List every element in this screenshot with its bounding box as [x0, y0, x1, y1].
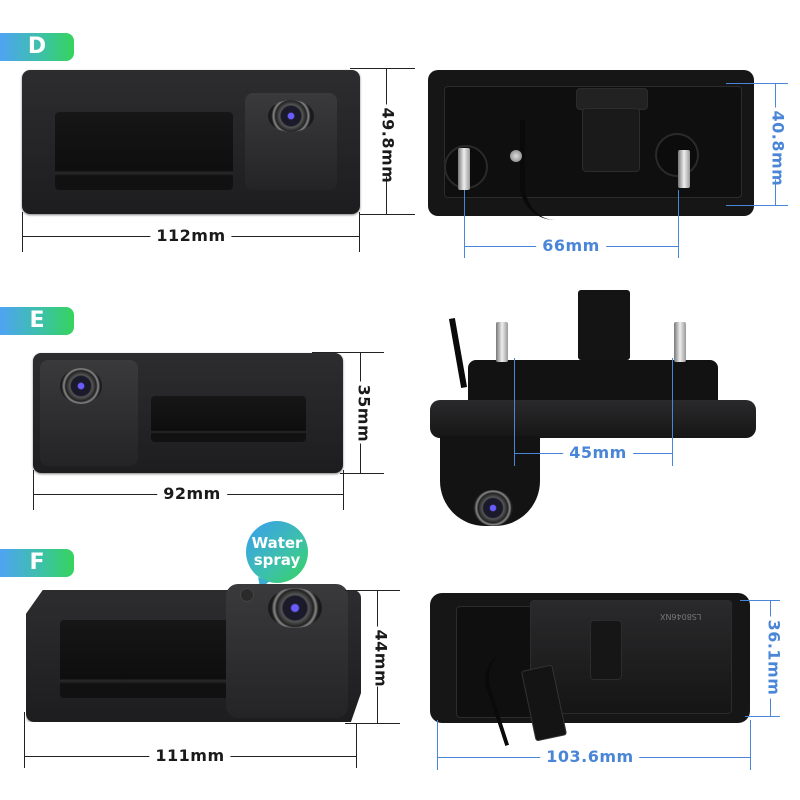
stud-boss: [655, 133, 699, 177]
section-badge-d: D: [0, 33, 74, 61]
dimension-line: [356, 724, 357, 768]
cable: [520, 120, 555, 220]
dimension-line: [359, 212, 360, 252]
mounting-stud-icon: [496, 322, 508, 362]
section-label: F: [29, 550, 45, 575]
dimension-height-label: 36.1mm: [764, 616, 784, 699]
section-label: E: [29, 308, 45, 333]
dimension-height-label: 49.8mm: [378, 104, 398, 183]
dimension-line: [726, 205, 788, 206]
connector-socket: [582, 108, 640, 172]
dimension-line: [343, 470, 344, 510]
camera-lens-icon: [60, 368, 102, 404]
dimension-line: [33, 470, 34, 510]
dimension-width-label: 112mm: [150, 226, 232, 245]
dimension-line: [726, 83, 788, 84]
dimension-line: [740, 600, 780, 601]
handle-recess: [60, 620, 230, 698]
dimension-line: [678, 190, 679, 258]
dimension-line: [514, 358, 515, 466]
mounting-stud-icon: [678, 150, 690, 188]
callout-line2: spray: [253, 551, 301, 569]
dimension-stud-spacing-label: 66mm: [536, 236, 606, 255]
lamp-cover: [530, 600, 732, 714]
dimension-stud-spacing-label: 45mm: [563, 443, 633, 462]
cable: [448, 318, 468, 388]
water-spray-callout: Water spray: [246, 521, 308, 583]
connector-tab: [578, 290, 630, 360]
dimension-line: [22, 212, 23, 252]
dimension-width-label: 111mm: [149, 746, 231, 765]
dimension-line: [745, 716, 780, 717]
section-badge-e: E: [0, 307, 74, 335]
dimension-line: [750, 720, 751, 770]
dimension-line: [345, 590, 400, 591]
dimension-height-label: 40.8mm: [768, 107, 788, 186]
mounting-stud-icon: [674, 322, 686, 362]
handle-recess: [55, 112, 233, 190]
dimension-line: [312, 352, 384, 353]
water-spray-nozzle-icon: [240, 588, 254, 602]
screw-icon: [510, 150, 522, 162]
section-label: D: [27, 34, 47, 59]
dimension-line: [437, 720, 438, 770]
dimension-line: [24, 712, 25, 768]
dimension-width-label: 92mm: [157, 484, 227, 503]
camera-lens-icon: [268, 100, 314, 132]
connector-cap: [576, 88, 648, 110]
dimension-height-label: 44mm: [371, 626, 391, 687]
camera-lens-icon: [268, 588, 322, 628]
callout-line1: Water: [251, 534, 303, 552]
mount-flange: [430, 400, 756, 438]
dimension-line: [345, 723, 400, 724]
camera-lens-icon: [473, 490, 513, 526]
dimension-line: [360, 214, 415, 215]
dimension-line: [464, 190, 465, 258]
dimension-height-label: 35mm: [354, 381, 374, 444]
dimension-width-label: 103.6mm: [540, 747, 640, 766]
handle-recess: [151, 396, 306, 442]
connector-socket: [590, 620, 622, 680]
dimension-line: [672, 358, 673, 466]
dimension-line: [340, 473, 384, 474]
mounting-stud-icon: [458, 148, 470, 190]
dimension-line: [350, 68, 415, 69]
part-number-label: LS8046NX: [660, 612, 702, 621]
section-badge-f: F: [0, 549, 74, 577]
